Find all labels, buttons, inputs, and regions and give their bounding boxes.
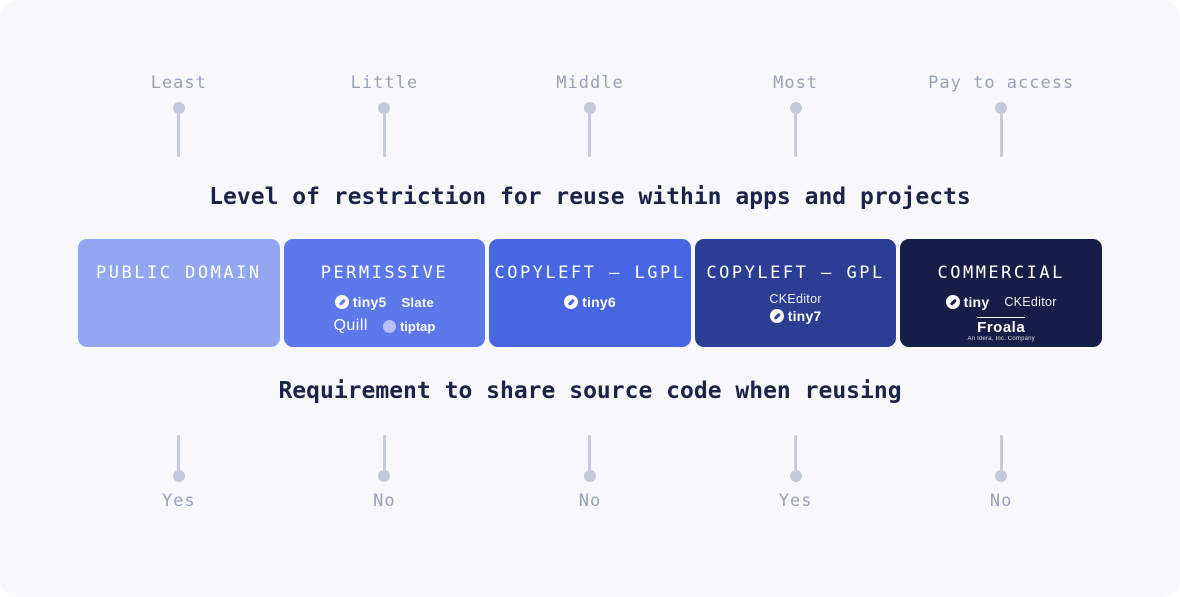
card-permissive: PERMISSIVE tiny5 Slate Quill t [283,239,486,347]
card-title: PERMISSIVE [320,263,449,283]
share-pin-permissive: No [284,435,486,512]
pin-stem [177,113,181,157]
tiny-label: tiny [963,294,990,310]
restriction-pin-little: Little [284,72,486,157]
pin-dot-icon [378,102,391,114]
share-pin-public-domain: Yes [78,435,280,512]
pin-dot-icon [583,470,596,482]
share-label: No [989,491,1013,511]
pin-stem [999,435,1003,471]
share-source-title: Requirement to share source code when re… [278,378,902,404]
pin-dot-icon [172,470,185,482]
slate-logo: Slate [401,295,434,310]
pin-dot-icon [172,102,185,114]
card-commercial: COMMERCIAL tiny CKEditor Froala An Idera… [900,239,1102,347]
tiptap-logo: tiptap [382,318,436,334]
tiny6-logo: tiny6 [564,294,616,310]
card-title: COPYLEFT — LGPL [494,263,686,283]
ckeditor-label: CKEditor [769,292,822,306]
pin-dot-icon [378,470,391,482]
pin-stem [382,113,386,157]
froala-label: Froala [977,317,1026,336]
logo-row: CKEditor [769,292,821,306]
pin-stem [177,435,181,471]
license-cards-row: PUBLIC DOMAIN PERMISSIVE tiny5 Slate Qui… [78,239,1102,347]
share-label: Yes [778,491,813,511]
quill-logo: Quill [333,317,368,335]
pin-dot-icon [583,102,596,114]
tiny-logo: tiny [945,294,990,310]
share-source-scale: Yes No No Yes No [78,435,1102,512]
restriction-label: Middle [556,73,624,93]
pin-stem [794,435,798,471]
restriction-pin-least: Least [78,72,280,157]
logo-row: tiny5 Slate [334,294,434,310]
pin-stem [999,113,1003,157]
froala-logo: Froala An Idera, Inc. Company [967,317,1035,342]
tiny6-label: tiny6 [582,294,616,310]
share-label: Yes [161,491,196,511]
pin-stem [794,113,798,157]
card-public-domain: PUBLIC DOMAIN [78,239,280,347]
ckeditor-logo: CKEditor [769,292,821,306]
tiny-logo-icon [769,309,784,323]
share-pin-copyleft-gpl: Yes [695,435,897,512]
tiny-logo-icon [564,295,579,309]
quill-label: Quill [333,317,368,334]
pin-stem [382,435,386,471]
pin-stem [588,435,592,471]
card-title: PUBLIC DOMAIN [96,263,262,283]
card-title: COMMERCIAL [937,263,1065,283]
tiptap-label: tiptap [399,318,436,334]
tiptap-logo-icon [382,319,396,333]
pin-dot-icon [995,470,1008,482]
froala-tagline: An Idera, Inc. Company [967,336,1035,342]
restriction-scale: Least Little Middle Most Pay to access [78,0,1102,157]
logo-row: tiny6 [564,294,616,310]
logo-row: tiny7 [769,308,822,324]
restriction-label: Little [350,73,419,93]
tiny7-label: tiny7 [787,308,822,324]
restriction-pin-middle: Middle [489,72,691,157]
ckeditor-logo: CKEditor [1004,295,1056,309]
logo-row: Quill tiptap [333,317,435,335]
restriction-pin-pay: Pay to access [900,72,1102,157]
share-label: No [373,491,396,511]
share-pin-copyleft-lgpl: No [489,435,691,512]
logo-row: tiny CKEditor [945,294,1057,310]
tiny-logo-icon [334,295,349,309]
share-pin-commercial: No [900,435,1102,512]
tiny7-logo: tiny7 [769,308,822,324]
pin-dot-icon [789,102,802,114]
restriction-label: Pay to access [928,73,1075,93]
share-label: No [578,491,602,511]
tiny5-logo: tiny5 [334,294,387,310]
restriction-label: Least [150,73,207,93]
tiny5-label: tiny5 [352,294,387,310]
ckeditor-label: CKEditor [1004,295,1057,309]
pin-dot-icon [995,102,1008,114]
pin-dot-icon [789,470,802,482]
card-title: COPYLEFT — GPL [706,263,885,283]
restriction-title: Level of restriction for reuse within ap… [209,184,971,210]
card-copyleft-gpl: COPYLEFT — GPL CKEditor tiny7 [694,239,897,347]
restriction-label: Most [773,73,819,93]
card-copyleft-lgpl: COPYLEFT — LGPL tiny6 [489,239,691,347]
slate-label: Slate [401,294,435,310]
pin-stem [588,113,592,157]
restriction-pin-most: Most [695,72,897,157]
logo-row: Froala An Idera, Inc. Company [967,317,1035,342]
tiny-logo-icon [945,295,960,309]
